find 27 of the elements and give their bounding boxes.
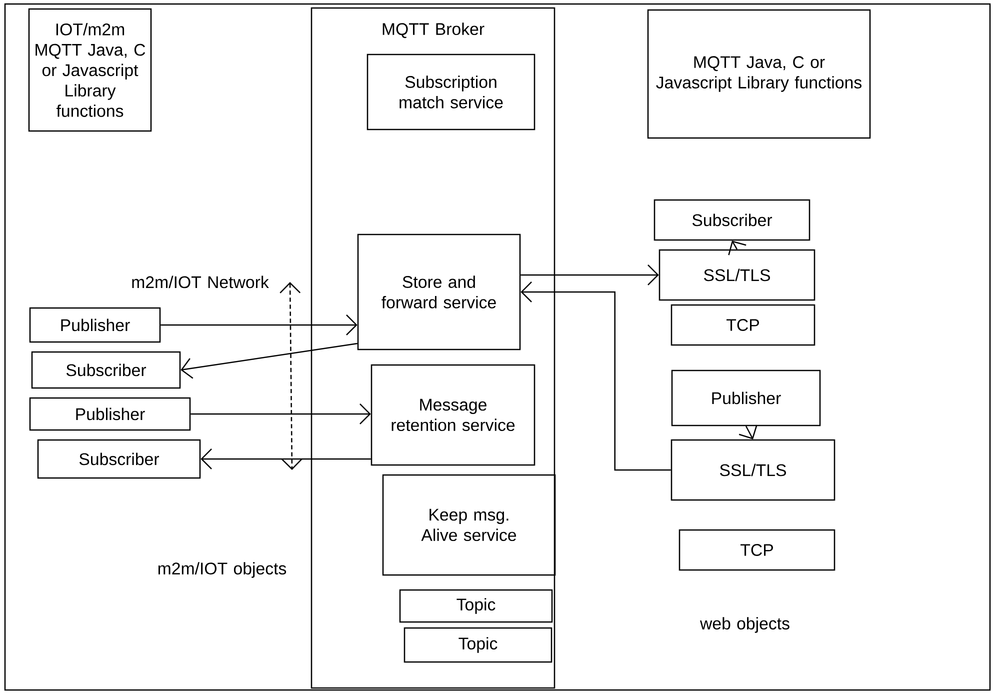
library-box: IOT/m2m MQTT Java, C or Javascript Library functions [28, 8, 152, 132]
component-box: Publisher [671, 370, 821, 426]
component-box: Publisher [29, 307, 161, 343]
area-label: m2m/IOT Network [132, 276, 269, 288]
component-box: SSL/TLS [670, 439, 836, 501]
area-label: m2m/IOT objects [158, 562, 286, 578]
service-box: Subscription match service [366, 54, 536, 130]
area-label: web objects [700, 617, 790, 633]
arrow [190, 404, 371, 424]
arrow [160, 314, 358, 336]
arrow [180, 342, 358, 379]
service-box: Topic [399, 589, 553, 623]
service-box: Store and forward service [357, 234, 521, 350]
arrow [520, 264, 659, 286]
component-box: TCP [678, 529, 836, 571]
arrow [520, 282, 671, 471]
component-box: Subscriber [31, 351, 181, 389]
service-box: Keep msg. Alive service [382, 474, 556, 576]
service-box: Message retention service [370, 364, 536, 466]
component-box: Subscriber [37, 439, 201, 479]
arrow [200, 448, 371, 470]
component-box: Subscriber [654, 199, 810, 241]
component-box: Publisher [29, 397, 191, 431]
component-box: SSL/TLS [658, 249, 816, 301]
service-box: Topic [404, 627, 552, 663]
component-box: TCP [670, 304, 816, 346]
library-box: MQTT Java, C or Javascript Library functions [647, 9, 871, 139]
